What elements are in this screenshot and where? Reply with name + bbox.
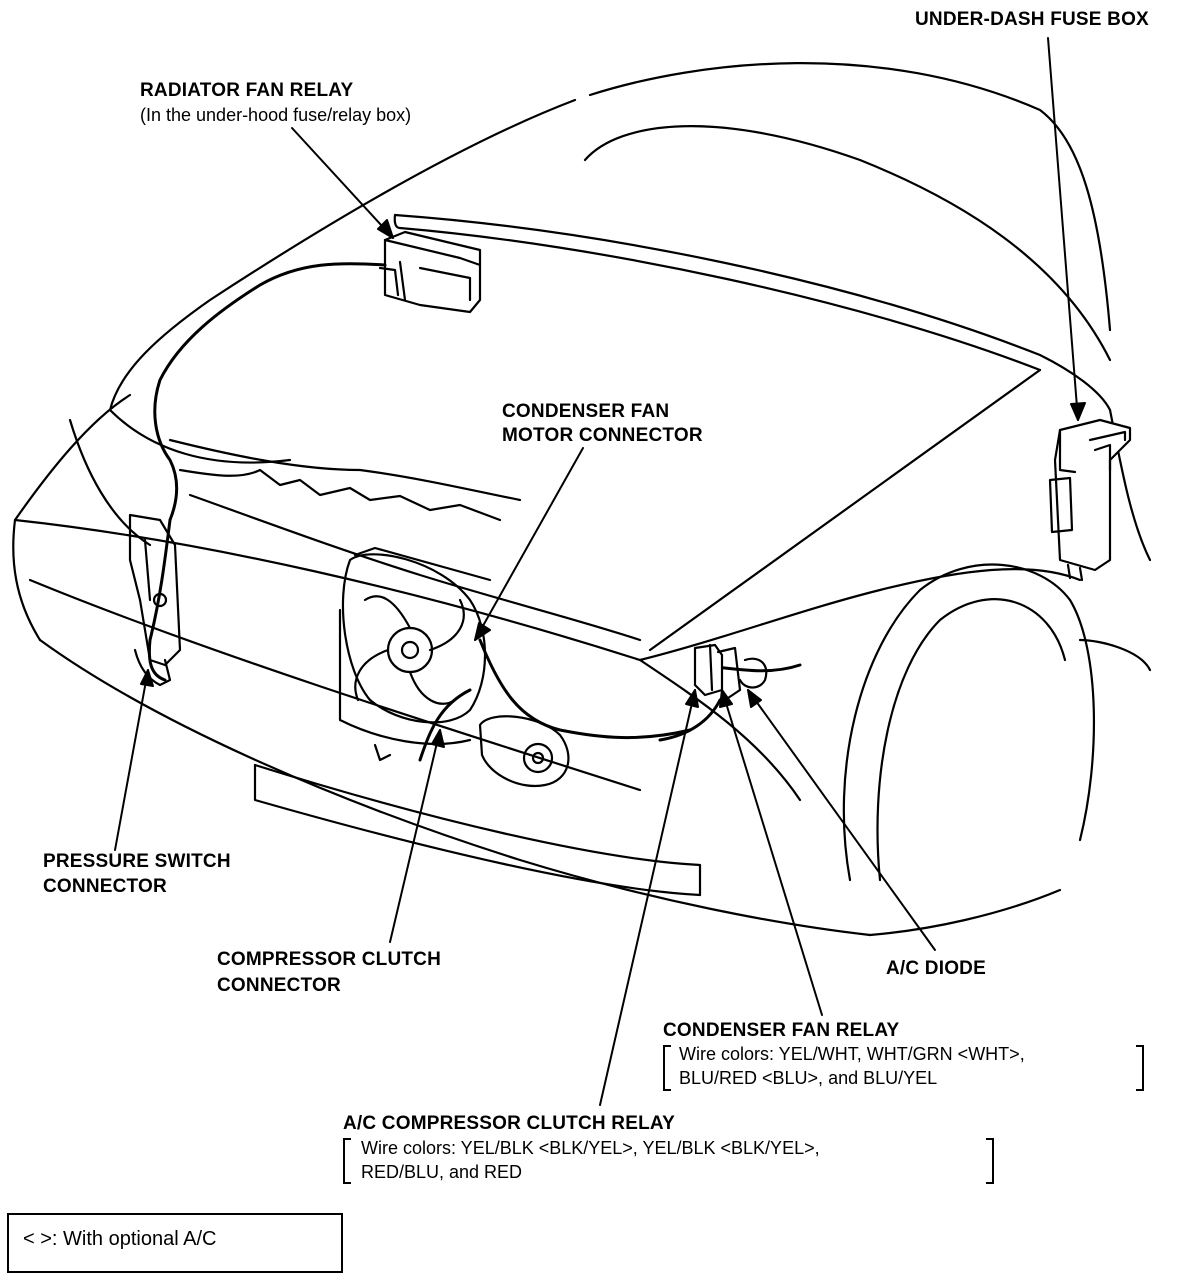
label-condenser-fan-relay-wires-line1: Wire colors: YEL/WHT, WHT/GRN <WHT>, [679, 1044, 1025, 1064]
label-radiator-fan-relay: RADIATOR FAN RELAY [140, 80, 354, 101]
label-under-dash-fuse-box: UNDER-DASH FUSE BOX [915, 9, 1149, 30]
label-compressor-clutch-connector-line1: COMPRESSOR CLUTCH [217, 949, 442, 970]
label-ac-diode: A/C DIODE [886, 958, 986, 979]
label-ac-compressor-clutch-relay: A/C COMPRESSOR CLUTCH RELAY [343, 1113, 675, 1134]
legend-box: < >: With optional A/C [7, 1213, 343, 1273]
under-dash-fuse-box [1048, 418, 1132, 582]
fender-wheel [638, 408, 1152, 937]
label-condenser-fan-motor-connector-line1: CONDENSER FAN [502, 401, 670, 422]
bracket-right-ac-compressor-clutch-relay [986, 1138, 994, 1184]
label-radiator-fan-relay-note: (In the under-hood fuse/relay box) [140, 105, 412, 125]
label-compressor-clutch-connector-line2: CONNECTOR [217, 975, 341, 996]
label-ac-compressor-clutch-relay-wires-line2: RED/BLU, and RED [361, 1162, 523, 1182]
label-condenser-fan-relay: CONDENSER FAN RELAY [663, 1020, 900, 1041]
bracket-left-ac-compressor-clutch-relay [343, 1138, 351, 1184]
label-pressure-switch-connector-line2: CONNECTOR [43, 876, 167, 897]
bracket-left-condenser-fan-relay [663, 1045, 671, 1091]
label-condenser-fan-relay-wires-line2: BLU/RED <BLU>, and BLU/YEL [679, 1068, 938, 1088]
bracket-right-condenser-fan-relay [1136, 1045, 1144, 1091]
leader-lines [114, 37, 1086, 1106]
label-pressure-switch-connector-line1: PRESSURE SWITCH [43, 851, 231, 872]
label-condenser-fan-motor-connector-line2: MOTOR CONNECTOR [502, 425, 703, 446]
compressor [478, 715, 570, 788]
legend-text: < >: With optional A/C [23, 1228, 217, 1250]
hood-outline [108, 98, 1112, 652]
windshield-outline [583, 62, 1112, 362]
radiator-support [168, 438, 642, 642]
fender-relays [693, 643, 768, 702]
label-ac-compressor-clutch-relay-wires-line1: Wire colors: YEL/BLK <BLK/YEL>, YEL/BLK … [361, 1138, 820, 1158]
radiator-fan-relay-box [378, 230, 482, 314]
front-body-outline [12, 393, 872, 937]
condenser-fan [338, 546, 492, 762]
